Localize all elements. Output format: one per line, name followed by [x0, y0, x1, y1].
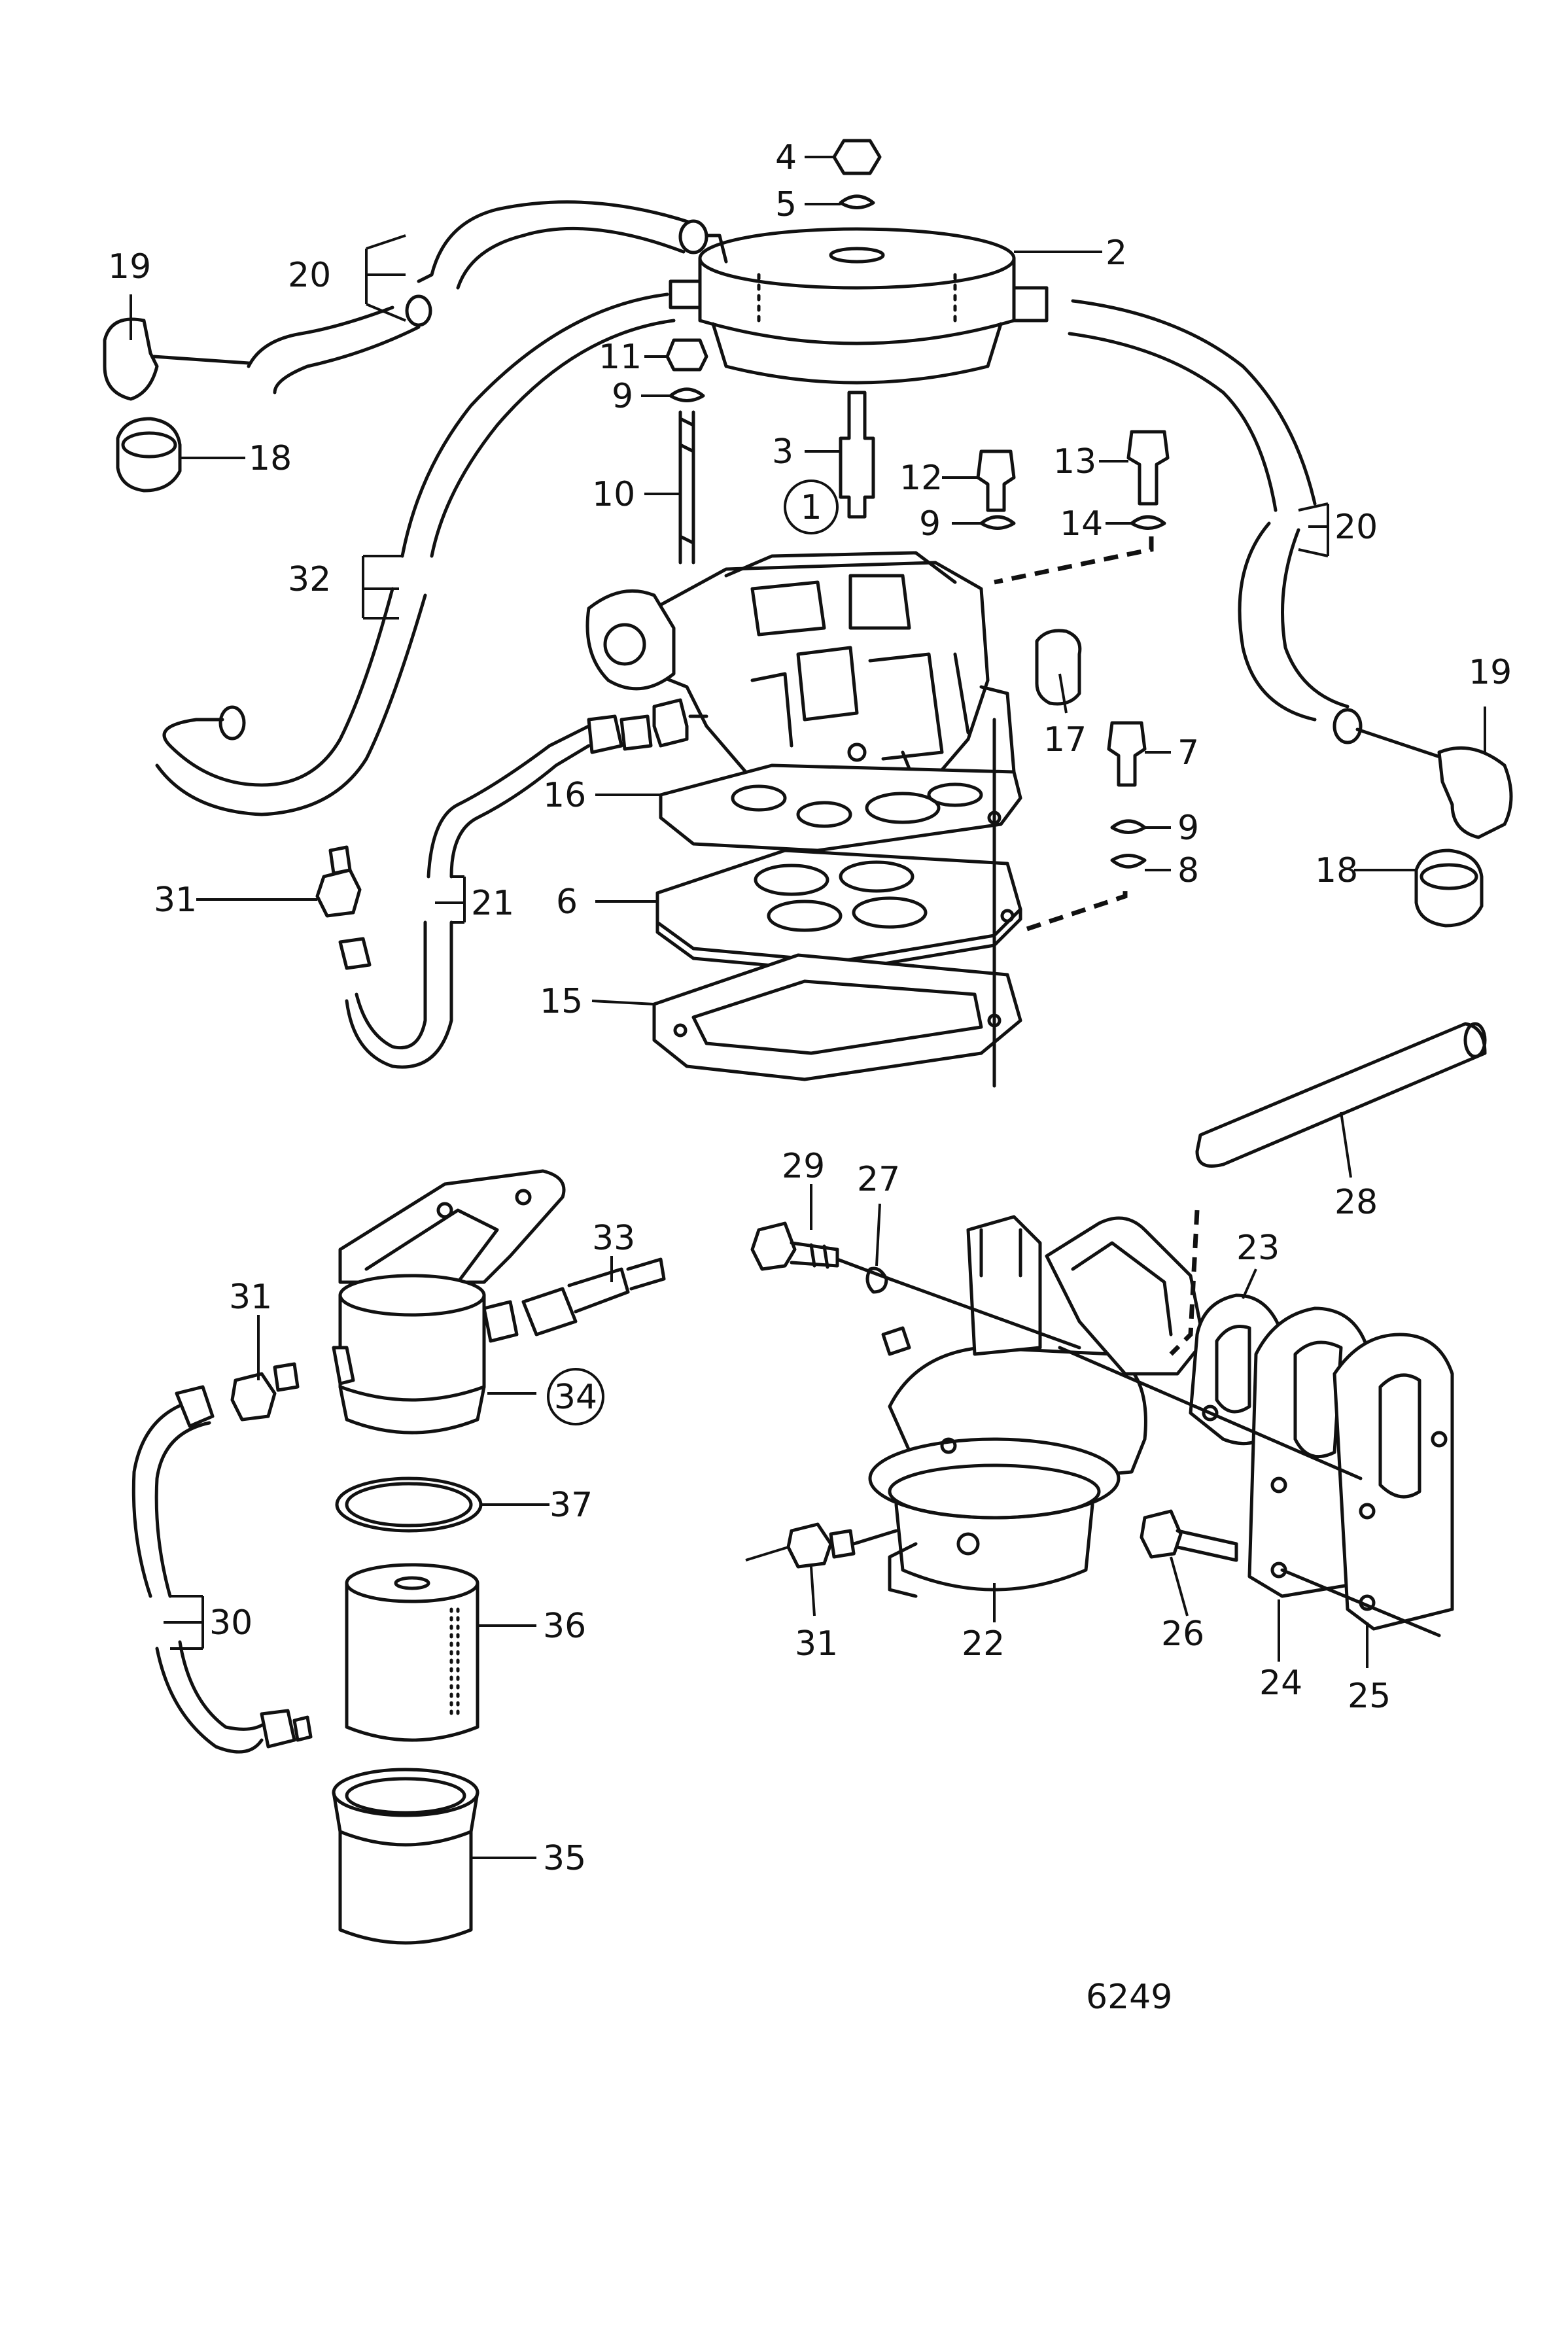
label-part-17: 17 — [1043, 720, 1087, 760]
filter-element-36 — [345, 1563, 479, 1742]
stud-nut — [665, 338, 708, 372]
leader-lines — [130, 156, 1486, 1859]
screw-7 — [1107, 721, 1147, 787]
washer-14 — [1130, 515, 1166, 530]
fuel-pump — [868, 1215, 1206, 1598]
label-part-19-left: 19 — [108, 247, 151, 287]
label-part-35: 35 — [543, 1839, 586, 1878]
label-part-16: 16 — [543, 776, 586, 815]
label-part-5: 5 — [775, 185, 797, 224]
label-part-3: 3 — [772, 432, 793, 472]
elbow-fitting-right — [1437, 746, 1513, 839]
label-part-9-mid: 9 — [919, 504, 941, 544]
label-part-25: 25 — [1348, 1677, 1391, 1716]
carburetor-stud — [678, 410, 695, 565]
filter-bowl-35 — [332, 1768, 479, 1945]
label-part-28: 28 — [1334, 1183, 1378, 1222]
label-part-13: 13 — [1053, 442, 1096, 481]
bolt-axis-29 — [835, 1257, 1081, 1350]
screw-13 — [1126, 430, 1170, 506]
dashed-link-14 — [994, 536, 1154, 585]
nut-31-upper — [315, 845, 372, 970]
carburetor — [585, 551, 1016, 800]
label-part-8: 8 — [1177, 851, 1199, 890]
label-part-33: 33 — [592, 1219, 635, 1258]
label-part-26: 26 — [1161, 1615, 1204, 1654]
label-part-22: 22 — [962, 1624, 1005, 1664]
dashed-link-28 — [1169, 1210, 1200, 1356]
air-filter-housing — [669, 227, 1049, 385]
label-part-18-right: 18 — [1315, 851, 1358, 890]
vent-tube-28 — [1195, 1022, 1487, 1168]
spacer-6 — [655, 848, 1022, 973]
label-part-15: 15 — [540, 982, 583, 1021]
filter-bracket — [338, 1169, 566, 1284]
bolt-26 — [1140, 1509, 1238, 1562]
washer-9-mid — [979, 515, 1016, 530]
washer-27 — [865, 1266, 888, 1294]
plug-17 — [1035, 629, 1082, 706]
dashed-link-8 — [1026, 883, 1128, 932]
fuel-line-21 — [345, 714, 653, 1069]
label-part-30: 30 — [209, 1603, 253, 1643]
washer-8 — [1110, 854, 1147, 869]
seal-ring-37 — [335, 1476, 483, 1533]
label-part-31-filter: 31 — [229, 1278, 272, 1317]
bolt-29 — [750, 1221, 839, 1271]
label-part-9-right: 9 — [1177, 809, 1199, 848]
label-part-36: 36 — [543, 1607, 586, 1646]
label-part-24: 24 — [1259, 1664, 1302, 1703]
label-part-31-upper: 31 — [154, 881, 197, 920]
label-part-12: 12 — [899, 459, 943, 498]
fuel-line-30 — [131, 1385, 313, 1754]
drawing-number: 6249 — [1086, 1978, 1172, 2017]
label-part-11: 11 — [599, 338, 642, 377]
washer-9-right — [1110, 819, 1147, 834]
plug-right — [1414, 848, 1484, 928]
nut-31-filter — [230, 1362, 300, 1422]
label-part-27: 27 — [857, 1160, 900, 1199]
label-part-2: 2 — [1106, 234, 1127, 273]
breather-hose-left — [247, 200, 708, 394]
label-part-19-right: 19 — [1469, 653, 1512, 692]
label-part-9-top: 9 — [612, 377, 633, 416]
label-part-34: 34 — [554, 1378, 597, 1417]
plate-25 — [1333, 1333, 1454, 1631]
label-part-32: 32 — [288, 560, 331, 599]
label-part-10: 10 — [592, 475, 635, 514]
label-part-20-right: 20 — [1334, 508, 1378, 547]
label-part-14: 14 — [1060, 504, 1103, 544]
filter-head — [332, 1274, 519, 1435]
washer — [839, 194, 875, 209]
stud — [839, 391, 875, 519]
part-labels: 1 2 3 4 5 6 7 8 9 9 9 10 11 12 13 14 15 … — [108, 138, 1512, 2017]
gasket-15 — [652, 953, 1022, 1081]
label-part-20-left: 20 — [288, 256, 331, 295]
hose-nipple-33 — [521, 1257, 666, 1336]
elbow-fitting-left — [103, 317, 251, 401]
screw-12 — [976, 449, 1016, 512]
breather-hose-right — [1068, 299, 1448, 761]
label-part-18-left: 18 — [249, 439, 292, 478]
label-part-37: 37 — [549, 1486, 593, 1525]
gasket-16 — [659, 763, 1022, 852]
label-part-1: 1 — [800, 488, 822, 527]
mounting-axis — [1058, 1346, 1441, 1637]
label-part-31-pump: 31 — [795, 1624, 838, 1664]
stud-washer — [669, 387, 705, 402]
label-part-7: 7 — [1177, 733, 1199, 773]
plug-left — [116, 417, 182, 493]
nut — [832, 139, 882, 175]
label-part-21: 21 — [471, 884, 514, 923]
label-part-4: 4 — [775, 138, 797, 177]
nut-31-pump — [786, 1522, 898, 1569]
vent-hose — [155, 292, 676, 816]
label-part-6: 6 — [556, 882, 578, 922]
label-part-29: 29 — [782, 1147, 825, 1186]
label-part-23: 23 — [1236, 1229, 1280, 1268]
